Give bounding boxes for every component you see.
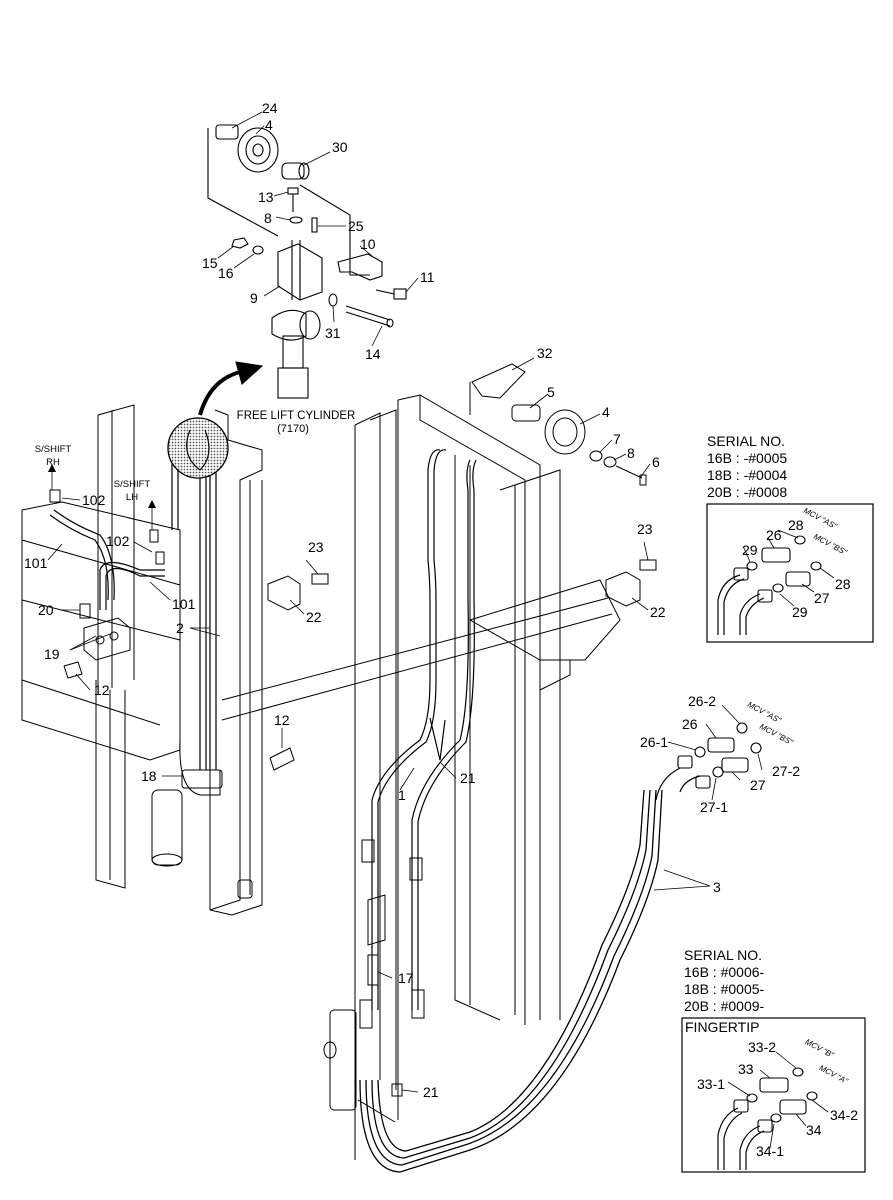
serial-box-1-frame	[706, 503, 874, 643]
part-label: 27	[750, 777, 766, 793]
sshift-rh-label: S/SHIFT RH	[34, 444, 72, 468]
fingertip-box-frame	[681, 1017, 866, 1173]
part-label: 28	[835, 576, 851, 592]
part-label: 20	[38, 602, 54, 618]
part-label: 22	[650, 604, 666, 620]
part-label: 102	[106, 533, 130, 549]
part-label: 4	[265, 117, 273, 133]
serial-box-1-line: 18B : -#0004	[707, 467, 788, 483]
part-label: 29	[742, 542, 758, 558]
serial-box-2: SERIAL NO. 16B : #0006- 18B : #0005- 20B…	[684, 947, 764, 1015]
part-label: 10	[360, 236, 376, 252]
part-label: 14	[365, 346, 381, 362]
serial-box-1-line: 20B : -#0008	[707, 484, 788, 500]
part-label: 27	[814, 590, 830, 606]
mcv-fitting-group-1	[655, 722, 762, 801]
part-label: 34	[806, 1122, 822, 1138]
part-label: 23	[308, 539, 324, 555]
serial-box-1: SERIAL NO. 16B : -#0005 18B : -#0004 20B…	[707, 433, 787, 501]
free-lift-cylinder-title: FREE LIFT CYLINDER	[236, 410, 356, 422]
serial-box-1-heading: SERIAL NO.	[707, 433, 786, 449]
part-label: 13	[258, 189, 274, 205]
part-label: 22	[306, 609, 322, 625]
part-label: 19	[44, 646, 60, 662]
detail-circle	[167, 417, 229, 479]
part-label: 21	[460, 770, 476, 786]
part-label: 16	[218, 265, 234, 281]
part-label: 3	[713, 879, 721, 895]
serial-box-2-heading: SERIAL NO.	[684, 947, 763, 963]
part-label: 27-1	[700, 799, 729, 815]
part-label: 12	[274, 712, 290, 728]
part-label: 12	[94, 682, 110, 698]
serial-box-1-line: 16B : -#0005	[707, 450, 788, 466]
part-label: 6	[652, 454, 660, 470]
part-label: 26-2	[688, 693, 717, 709]
part-label: 102	[82, 492, 106, 508]
part-label: 2	[176, 620, 184, 636]
part-label: 101	[172, 596, 196, 612]
fingertip-parts	[717, 1067, 818, 1170]
part-label: 101	[24, 555, 48, 571]
sshift-lh-label: S/SHIFT LH	[113, 479, 151, 503]
part-label: 17	[398, 970, 414, 986]
part-label: 18	[141, 768, 157, 784]
fingertip-title: FINGERTIP	[685, 1019, 760, 1035]
part-label: 4	[602, 404, 610, 420]
part-label: 33-2	[748, 1039, 777, 1055]
part-label: 8	[627, 445, 635, 461]
serial-box-1-parts	[717, 535, 822, 635]
part-label: 8	[264, 210, 272, 226]
part-label: 34-2	[830, 1107, 859, 1123]
part-label: 29	[792, 604, 808, 620]
part-label: 26-1	[640, 734, 669, 750]
part-label: 15	[202, 255, 218, 271]
part-label: 24	[262, 100, 278, 116]
part-label: 25	[348, 218, 364, 234]
serial-box-2-line: 16B : #0006-	[684, 964, 765, 980]
part-label: 31	[325, 325, 341, 341]
serial-box-2-line: 18B : #0005-	[684, 981, 765, 997]
part-label: 28	[788, 517, 804, 533]
part-label: 33-1	[697, 1076, 726, 1092]
part-label: 30	[332, 139, 348, 155]
part-label: 7	[613, 431, 621, 447]
part-label: 21	[423, 1084, 439, 1100]
part-label: 34-1	[756, 1143, 785, 1159]
free-lift-cylinder-code: (7170)	[277, 423, 309, 435]
part-label: 11	[420, 269, 435, 285]
part-label: 32	[537, 345, 553, 361]
part-label: 1	[398, 787, 406, 803]
part-label: 9	[250, 290, 258, 306]
part-label: 23	[637, 521, 653, 537]
part-label: 33	[738, 1061, 754, 1077]
part-label: 26	[766, 527, 782, 543]
serial-box-2-line: 20B : #0009-	[684, 998, 765, 1014]
leader-lines	[47, 111, 835, 1149]
part-label: 5	[547, 384, 555, 400]
right-mast	[323, 363, 663, 1173]
part-label: 27-2	[772, 763, 801, 779]
part-label: 26	[682, 716, 698, 732]
